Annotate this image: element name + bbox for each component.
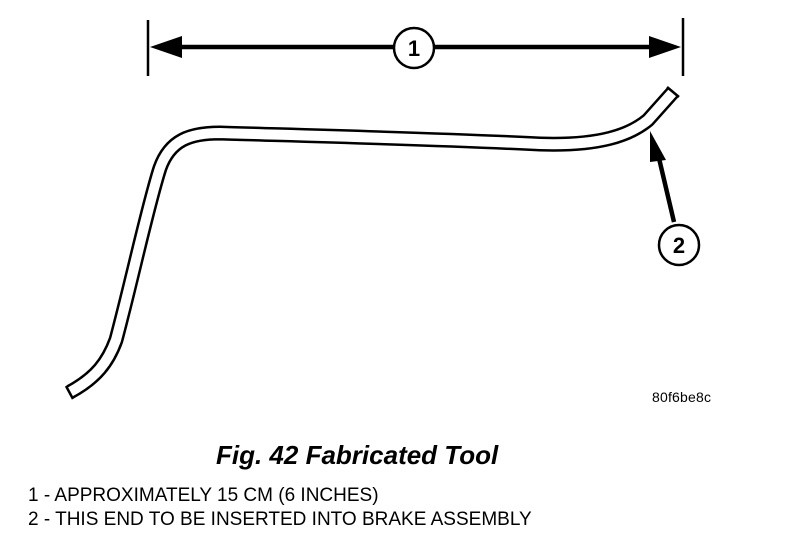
tool-rod-fill — [67, 88, 677, 397]
callout-2: 2 — [657, 223, 701, 267]
dimension-line — [146, 18, 685, 76]
image-reference-code: 80f6be8c — [652, 389, 712, 405]
callout-1: 1 — [392, 26, 436, 70]
tool-rod-end-left — [64, 385, 75, 400]
callout-legend: 1 - APPROXIMATELY 15 CM (6 INCHES) 2 - T… — [28, 484, 532, 532]
callout-2-number: 2 — [673, 233, 685, 258]
callout-1-circle — [392, 26, 436, 70]
figure-caption: Fig. 42 Fabricated Tool — [216, 440, 499, 470]
callout-2-leader — [650, 131, 677, 223]
callout-1-number: 1 — [408, 36, 420, 61]
callout-2-arrowhead — [650, 131, 666, 162]
legend-item-2: 2 - THIS END TO BE INSERTED INTO BRAKE A… — [28, 509, 532, 530]
dimension-arrowhead-right — [649, 36, 681, 58]
tool-rod — [64, 86, 680, 400]
legend-item-1: 1 - APPROXIMATELY 15 CM (6 INCHES) — [28, 485, 379, 506]
callout-2-leader-line — [655, 153, 677, 223]
dimension-arrowhead-left — [150, 36, 182, 58]
tool-rod-end-right — [666, 86, 680, 98]
callout-2-circle — [657, 223, 701, 267]
